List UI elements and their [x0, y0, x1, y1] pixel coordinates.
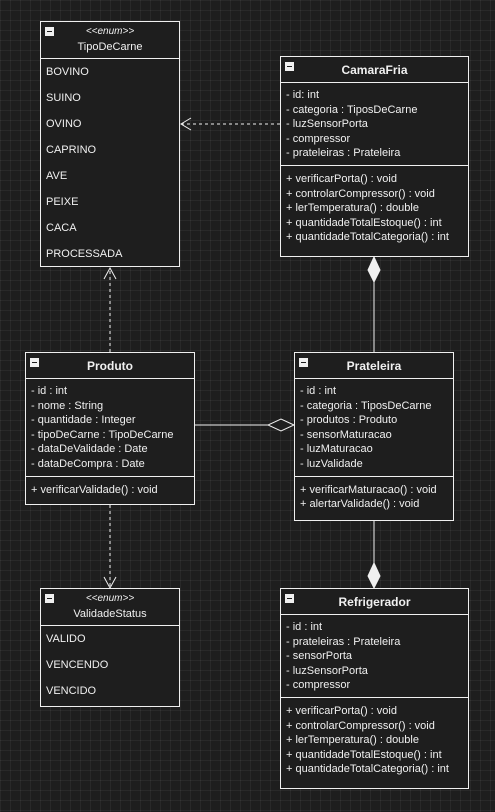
enum-value: VALIDO: [46, 633, 86, 645]
attribute: - nome : String: [31, 399, 104, 412]
enum-value: CACA: [46, 222, 77, 234]
composition-refrigerador-prateleira: [367, 521, 381, 590]
enum-value: VENCIDO: [46, 685, 97, 697]
attribute: - luzSensorPorta: [286, 664, 368, 677]
operation: + alertarValidade() : void: [300, 498, 420, 511]
enum-values: BOVINO SUINO OVINO CAPRINO AVE PEIXE CAC…: [41, 59, 179, 267]
operation: + controlarCompressor() : void: [286, 719, 435, 732]
enum-validadestatus-header: <<enum>> ValidadeStatus: [41, 589, 179, 626]
attribute: - dataDeCompra : Date: [31, 457, 145, 470]
class-produto-header: Produto: [26, 353, 194, 379]
operation: + lerTemperatura() : double: [286, 734, 419, 747]
collapse-toggle-icon[interactable]: [45, 27, 54, 36]
class-attributes: - id : int - categoria : TiposDeCarne - …: [295, 379, 453, 477]
dependency-camarafria-tipodecarne: [180, 117, 280, 131]
attribute: - categoria : TiposDeCarne: [300, 399, 432, 412]
composition-camarafria-prateleira: [367, 255, 381, 352]
enum-tipodecarne[interactable]: <<enum>> TipoDeCarne BOVINO SUINO OVINO …: [40, 21, 180, 267]
attribute: - sensorPorta: [286, 650, 353, 663]
attribute: - sensorMaturacao: [300, 428, 392, 441]
enum-validadestatus[interactable]: <<enum>> ValidadeStatus VALIDO VENCENDO …: [40, 588, 180, 707]
enum-value: PROCESSADA: [46, 248, 123, 260]
attribute: - quantidade : Integer: [31, 414, 136, 427]
enum-value: AVE: [46, 170, 68, 182]
class-name: Prateleira: [346, 359, 402, 373]
class-name: CamaraFria: [341, 63, 408, 77]
operation: + quantidadeTotalEstoque() : int: [286, 216, 442, 229]
enum-name: ValidadeStatus: [73, 608, 147, 620]
operation: + quantidadeTotalCategoria() : int: [286, 231, 449, 244]
attribute: - produtos : Produto: [300, 414, 398, 427]
collapse-toggle-icon[interactable]: [285, 594, 294, 603]
class-operations: + verificarPorta() : void + controlarCom…: [281, 698, 468, 781]
class-name: Produto: [87, 359, 133, 373]
attribute: - prateleiras : Prateleira: [286, 147, 401, 160]
enum-values: VALIDO VENCENDO VENCIDO: [41, 626, 179, 704]
dependency-produto-tipodecarne: [103, 266, 117, 352]
attribute: - luzValidade: [300, 457, 363, 470]
attribute: - prateleiras : Prateleira: [286, 635, 401, 648]
attribute: - luzMaturacao: [300, 443, 373, 456]
operation: + verificarPorta() : void: [286, 704, 397, 717]
attribute: - id : int: [300, 385, 337, 397]
enum-value: CAPRINO: [46, 144, 97, 156]
enum-stereotype: <<enum>>: [85, 593, 135, 604]
class-name: Refrigerador: [338, 595, 411, 609]
class-refrigerador-header: Refrigerador: [281, 589, 468, 615]
class-refrigerador[interactable]: Refrigerador - id : int - prateleiras : …: [280, 588, 469, 789]
class-operations: + verificarValidade() : void: [26, 477, 194, 502]
collapse-toggle-icon[interactable]: [285, 62, 294, 71]
attribute: - categoria : TiposDeCarne: [286, 103, 418, 116]
class-prateleira-header: Prateleira: [295, 353, 453, 379]
operation: + quantidadeTotalCategoria() : int: [286, 763, 449, 776]
attribute: - id : int: [286, 621, 323, 633]
enum-value: OVINO: [46, 118, 82, 130]
class-attributes: - id : int - prateleiras : Prateleira - …: [281, 615, 468, 698]
class-operations: + verificarPorta() : void + controlarCom…: [281, 166, 468, 249]
enum-value: PEIXE: [46, 196, 79, 208]
class-camarafria[interactable]: CamaraFria - id: int - categoria : Tipos…: [280, 56, 469, 257]
enum-value: VENCENDO: [46, 659, 109, 671]
operation: + controlarCompressor() : void: [286, 187, 435, 200]
enum-name: TipoDeCarne: [77, 41, 143, 53]
operation: + verificarPorta() : void: [286, 172, 397, 185]
class-camarafria-header: CamaraFria: [281, 57, 468, 83]
operation: + verificarMaturacao() : void: [300, 483, 437, 496]
collapse-toggle-icon[interactable]: [30, 358, 39, 367]
class-produto[interactable]: Produto - id : int - nome : String - qua…: [25, 352, 195, 505]
collapse-toggle-icon[interactable]: [45, 594, 54, 603]
class-operations: + verificarMaturacao() : void + alertarV…: [295, 477, 453, 516]
operation: + lerTemperatura() : double: [286, 202, 419, 215]
attribute: - id: int: [286, 89, 320, 101]
attribute: - luzSensorPorta: [286, 118, 368, 131]
enum-value: BOVINO: [46, 66, 89, 78]
class-attributes: - id: int - categoria : TiposDeCarne - l…: [281, 83, 468, 166]
attribute: - tipoDeCarne : TipoDeCarne: [31, 428, 174, 441]
aggregation-prateleira-produto: [195, 418, 296, 432]
enum-stereotype: <<enum>>: [85, 26, 135, 37]
attribute: - dataDeValidade : Date: [31, 443, 148, 456]
operation: + verificarValidade() : void: [31, 483, 158, 496]
collapse-toggle-icon[interactable]: [299, 358, 308, 367]
enum-tipodecarne-header: <<enum>> TipoDeCarne: [41, 22, 179, 59]
operation: + quantidadeTotalEstoque() : int: [286, 748, 442, 761]
enum-value: SUINO: [46, 92, 81, 104]
attribute: - compressor: [286, 132, 351, 145]
class-attributes: - id : int - nome : String - quantidade …: [26, 379, 194, 477]
attribute: - id : int: [31, 385, 68, 397]
dependency-produto-validadestatus: [103, 505, 117, 590]
attribute: - compressor: [286, 679, 351, 692]
class-prateleira[interactable]: Prateleira - id : int - categoria : Tipo…: [294, 352, 454, 521]
